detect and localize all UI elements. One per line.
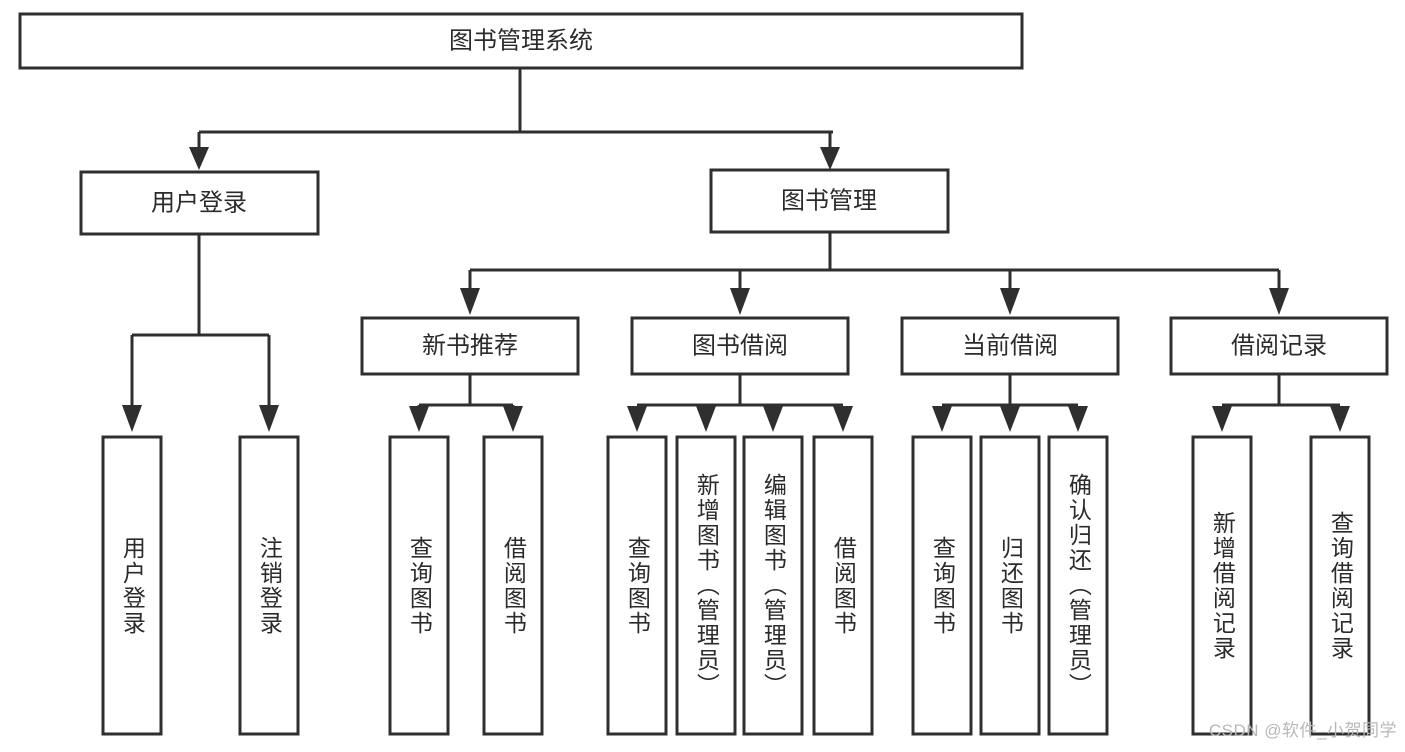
node-book-management-label: 图书管理 (781, 187, 877, 214)
node-leaf-edit-book[interactable] (742, 435, 804, 736)
node-new-book-recommend[interactable] (360, 316, 580, 376)
node-leaf-add-book[interactable] (675, 435, 737, 736)
arrow-head-book-borrow (730, 288, 750, 315)
node-leaf-user-login[interactable] (101, 435, 163, 736)
watermark-text: CSDN @软件_小贺同学 (1208, 721, 1397, 740)
arrow-head-bookborrow-leaf4 (833, 406, 853, 432)
node-root[interactable] (18, 12, 1024, 70)
arrow-head-user-login (189, 147, 209, 170)
arrow-head-newbook-leaf2 (503, 406, 523, 432)
node-leaf-query-book-2[interactable] (606, 435, 668, 736)
node-root-label: 图书管理系统 (449, 27, 593, 54)
node-leaf-query-book-1[interactable] (388, 435, 450, 736)
arrow-head-borrowrecords-leaf2 (1330, 406, 1350, 432)
node-borrow-records-label: 借阅记录 (1231, 332, 1327, 359)
node-user-login-label: 用户登录 (151, 189, 247, 216)
node-current-borrow[interactable] (900, 316, 1120, 376)
node-user-login[interactable] (79, 170, 320, 236)
arrow-head-current-borrow (1000, 288, 1020, 315)
node-leaf-borrow-book-2[interactable] (812, 435, 874, 736)
node-book-management[interactable] (709, 168, 950, 234)
node-leaf-borrow-book-1[interactable] (482, 435, 544, 736)
arrow-head-bookborrow-leaf3 (763, 406, 783, 432)
node-book-borrow-label: 图书借阅 (692, 332, 788, 359)
arrow-head-bookborrow-leaf2 (696, 406, 716, 432)
connector-group (122, 68, 1350, 432)
node-leaf-return-book[interactable] (979, 435, 1041, 736)
node-borrow-records[interactable] (1169, 316, 1389, 376)
arrow-head-currentborrow-leaf1 (932, 406, 952, 432)
node-leaf-confirm-return[interactable] (1047, 435, 1109, 736)
node-new-book-recommend-label: 新书推荐 (422, 332, 518, 359)
arrow-head-leaf-logout (259, 405, 279, 432)
node-leaf-add-borrow-record[interactable] (1191, 435, 1253, 736)
node-leaf-logout[interactable] (238, 435, 300, 736)
arrow-head-currentborrow-leaf2 (1000, 406, 1020, 432)
arrow-head-new-book (460, 288, 480, 315)
node-leaf-query-borrow-record[interactable] (1309, 435, 1371, 736)
arrow-head-leaf-user-login (122, 405, 142, 432)
arrow-head-bookborrow-leaf1 (627, 406, 647, 432)
node-current-borrow-label: 当前借阅 (962, 332, 1058, 359)
label-group: 图书管理系统 用户登录 图书管理 新书推荐 图书借阅 当前借阅 借阅记录 (151, 27, 1327, 359)
arrow-head-newbook-leaf1 (409, 406, 429, 432)
arrow-head-book-mgmt (820, 147, 840, 170)
box-group (18, 12, 1389, 736)
arrow-head-borrowrecords-leaf1 (1212, 406, 1232, 432)
arrow-head-borrow-records (1269, 288, 1289, 315)
node-leaf-query-book-3[interactable] (911, 435, 973, 736)
node-book-borrow[interactable] (630, 316, 850, 376)
arrow-head-currentborrow-leaf3 (1068, 406, 1088, 432)
